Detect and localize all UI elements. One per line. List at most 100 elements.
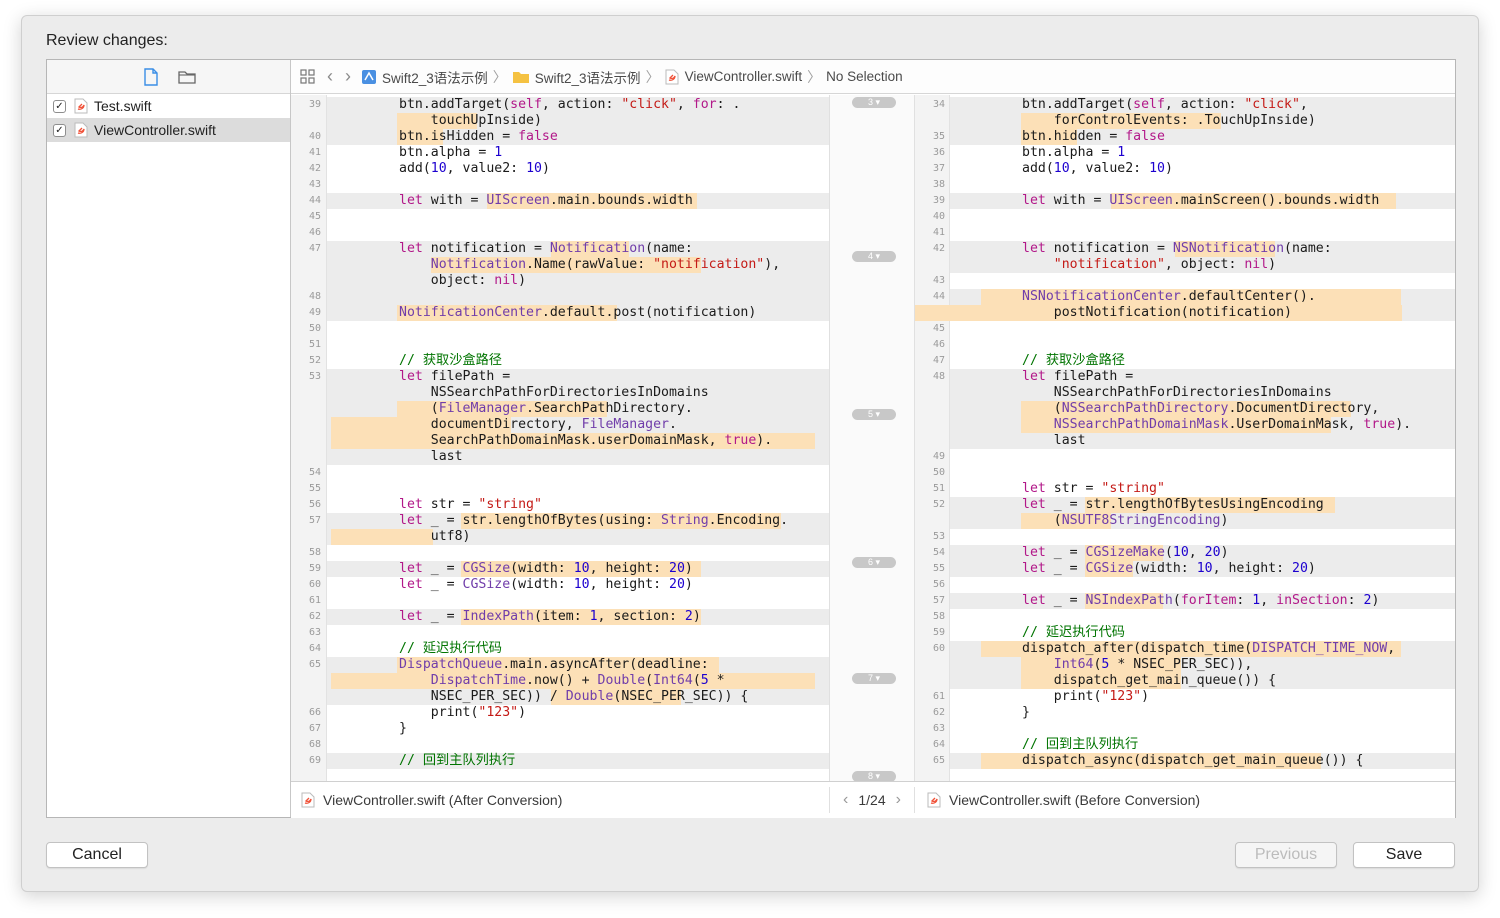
code-line: NSSearchPathForDirectoriesInDomains [291, 385, 829, 401]
line-number: 65 [932, 755, 945, 766]
change-highlight [915, 305, 1402, 321]
code-text: postNotification(notification) [1022, 305, 1292, 320]
code-line: forControlEvents: .TouchUpInside) [915, 113, 1455, 129]
change-highlight [1085, 545, 1163, 561]
change-highlight [331, 417, 511, 433]
breadcrumb-folder[interactable]: Swift2_3语法示例 [512, 67, 641, 87]
dialog-title: Review changes: [46, 32, 168, 49]
code-line: SearchPathDomainMask.userDomainMask, tru… [291, 433, 829, 449]
sidebar-toolbar [47, 60, 290, 94]
code-text [956, 177, 1022, 193]
code-text [956, 449, 1022, 465]
swift-file-icon [74, 122, 88, 138]
change-marker[interactable]: 6 ▾ [852, 557, 896, 568]
code-text [333, 225, 399, 241]
line-number: 45 [308, 211, 321, 222]
change-highlight [1085, 561, 1133, 577]
code-text: let with = UIScreen.main.bounds.width [399, 193, 693, 208]
breadcrumb-selection[interactable]: No Selection [826, 69, 903, 84]
save-button[interactable]: Save [1353, 842, 1455, 868]
swift-file-icon [301, 792, 315, 808]
code-text: SearchPathDomainMask.userDomainMask, tru… [399, 433, 773, 448]
file-icon[interactable] [142, 67, 160, 86]
file-name-label: ViewController.swift [94, 122, 216, 138]
line-number: 52 [308, 355, 321, 366]
code-text: // 回到主队列执行 [1022, 737, 1139, 752]
previous-button[interactable]: Previous [1235, 842, 1337, 868]
forward-icon[interactable]: › [345, 66, 351, 86]
code-line: 63 [291, 625, 829, 641]
change-marker[interactable]: 8 ▾ [852, 771, 896, 781]
folder-icon[interactable] [177, 68, 196, 86]
code-text: forControlEvents: .TouchUpInside) [1022, 113, 1316, 128]
line-number: 46 [308, 227, 321, 238]
code-line: 43 [291, 177, 829, 193]
change-marker[interactable]: 3 ▾ [852, 97, 896, 108]
change-highlight [1021, 673, 1181, 689]
changed-block-background [950, 593, 1455, 609]
change-marker[interactable]: 5 ▾ [852, 409, 896, 420]
code-text: print("123") [399, 705, 527, 720]
cancel-button[interactable]: Cancel [46, 842, 148, 868]
previous-change-icon[interactable]: ‹ [843, 791, 849, 808]
file-list-item[interactable]: ✓Test.swift [47, 94, 290, 118]
change-marker[interactable]: 4 ▾ [852, 251, 896, 262]
code-text: add(10, value2: 10) [1022, 161, 1173, 176]
code-line: last [291, 449, 829, 465]
code-line: "notification", object: nil) [915, 257, 1455, 273]
breadcrumb-file[interactable]: ViewController.swift [665, 69, 802, 85]
code-text [956, 337, 1022, 353]
code-line: 68 [291, 737, 829, 753]
change-marker[interactable]: 7 ▾ [852, 673, 896, 684]
line-number: 44 [308, 195, 321, 206]
line-number: 60 [308, 579, 321, 590]
code-text [333, 465, 399, 481]
file-sidebar: ✓Test.swift✓ViewController.swift [47, 60, 291, 817]
file-checkbox[interactable]: ✓ [53, 123, 66, 137]
diff-area: ‹ › Swift2_3语法示例 〉 Swift2_3语法示例 〉 ViewCo… [291, 60, 1455, 818]
breadcrumb-project-label: Swift2_3语法示例 [382, 70, 488, 86]
code-text [956, 529, 1022, 545]
breadcrumb-project[interactable]: Swift2_3语法示例 [361, 67, 488, 87]
review-panel: ✓Test.swift✓ViewController.swift ‹ › Swi… [46, 59, 1456, 818]
line-number: 43 [308, 179, 321, 190]
next-change-icon[interactable]: › [895, 791, 901, 808]
changed-block-background [950, 545, 1455, 577]
code-text: // 获取沙盒路径 [399, 353, 502, 368]
code-line: 55 [291, 481, 829, 497]
file-list-item[interactable]: ✓ ViewController.swift [47, 118, 290, 142]
code-text: print("123") [1022, 689, 1150, 704]
code-line: 43 [915, 273, 1455, 289]
code-text: let _ = str.lengthOfBytesUsingEncoding [1022, 497, 1324, 512]
breadcrumb-folder-label: Swift2_3语法示例 [534, 70, 641, 86]
back-icon[interactable]: ‹ [327, 66, 333, 86]
code-line: dispatch_get_main_queue()) { [915, 673, 1455, 689]
code-text: let str = "string" [1022, 481, 1165, 496]
code-text: dispatch_after(dispatch_time(DISPATCH_TI… [1022, 641, 1396, 656]
code-line: 56 [915, 577, 1455, 593]
code-text: let filePath = [1022, 369, 1134, 384]
change-highlight [1021, 417, 1331, 433]
code-text: let filePath = [399, 369, 511, 384]
grid-icon[interactable] [299, 68, 317, 86]
line-number: 59 [932, 627, 945, 638]
changed-block-background [327, 753, 829, 769]
code-text [333, 289, 399, 305]
code-text: } [1022, 705, 1030, 720]
code-line: 61 print("123") [915, 689, 1455, 705]
code-text [956, 609, 1022, 625]
file-checkbox[interactable]: ✓ [53, 99, 66, 113]
